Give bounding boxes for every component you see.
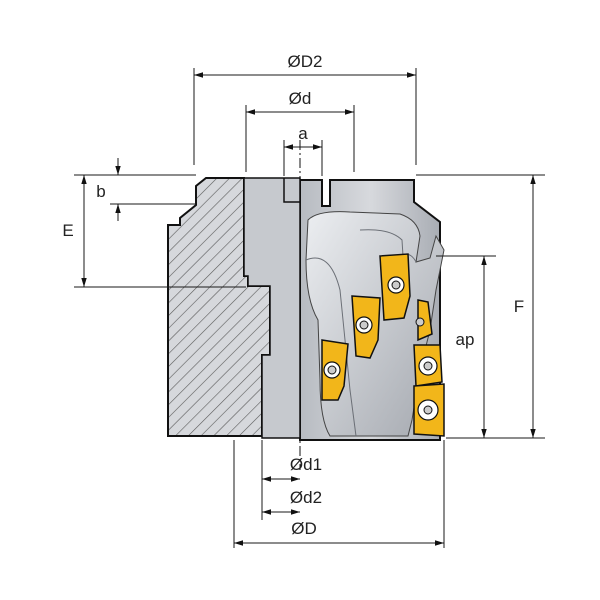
insert-1 bbox=[379, 253, 411, 321]
label-ap: ap bbox=[456, 330, 475, 349]
insert-4 bbox=[413, 344, 443, 387]
cutting-inserts bbox=[321, 253, 445, 437]
label-E: E bbox=[62, 221, 73, 240]
insert-5 bbox=[413, 383, 445, 437]
insert-6 bbox=[415, 299, 433, 342]
insert-3 bbox=[321, 339, 349, 401]
label-d: Ød bbox=[289, 89, 312, 108]
extension-lines bbox=[74, 68, 545, 548]
cutter-body-section bbox=[167, 177, 301, 439]
label-d1: Ød1 bbox=[290, 455, 322, 474]
label-a: a bbox=[298, 124, 308, 143]
insert-2 bbox=[351, 295, 381, 359]
label-d2: Ød2 bbox=[290, 488, 322, 507]
dimension-lines bbox=[81, 72, 536, 546]
label-F: F bbox=[514, 297, 524, 316]
label-b: b bbox=[96, 182, 105, 201]
dimension-labels: ØD2 Ød a b E F ap Ød1 Ød2 ØD bbox=[62, 52, 524, 538]
label-D2: ØD2 bbox=[288, 52, 323, 71]
label-D: ØD bbox=[291, 519, 317, 538]
